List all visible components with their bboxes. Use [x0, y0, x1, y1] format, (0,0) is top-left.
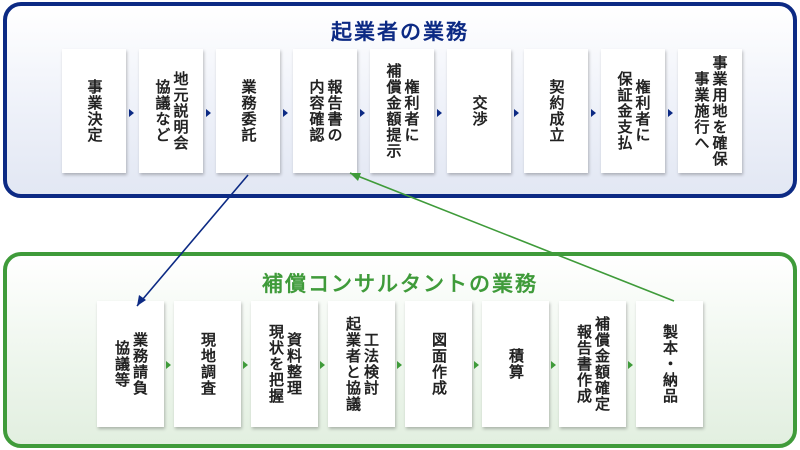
client-step-line: 報告書の: [325, 79, 344, 143]
client-step-line: 事業用地を確保: [710, 55, 729, 167]
consultant-step-card: 図面作成: [405, 301, 472, 427]
flow-arrow-icon: [437, 109, 442, 117]
client-step-line: 事業施行へ: [692, 71, 711, 151]
consultant-step-card: 工法検討 起業者と協議: [328, 301, 395, 427]
flow-arrow-icon: [591, 109, 596, 117]
consultant-step-line: 業務請負: [131, 332, 149, 396]
client-step-card: 契約成立: [524, 49, 588, 173]
consultant-step-line: 報告書作成: [575, 324, 593, 404]
client-step-line: 保証金支払: [615, 71, 634, 151]
client-step-card: 事業決定: [62, 49, 126, 173]
client-step-card: 事業用地を確保 事業施行へ: [678, 49, 742, 173]
client-step-card: 報告書の 内容確認: [293, 49, 357, 173]
client-step-line: 事業決定: [85, 79, 104, 143]
flow-arrow-icon: [551, 361, 556, 369]
consultant-step-line: 工法検討: [362, 332, 380, 396]
flow-arrow-icon: [397, 361, 402, 369]
consultant-step-card: 積算: [482, 301, 549, 427]
consultant-step-card: 業務請負 協議等: [97, 301, 164, 427]
client-step-card: 地元説明会 協議など: [139, 49, 203, 173]
flow-arrow-icon: [129, 109, 134, 117]
consultant-step-card: 補償金額確定 報告書作成: [559, 301, 626, 427]
consultant-tasks-title: 補償コンサルタントの業務: [262, 272, 538, 296]
client-step-line: 契約成立: [547, 79, 566, 143]
flow-arrow-icon: [206, 109, 211, 117]
flow-arrow-icon: [474, 361, 479, 369]
client-step-line: 協議など: [153, 79, 172, 143]
client-step-card: 交渉: [447, 49, 511, 173]
flow-arrow-icon: [668, 109, 673, 117]
consultant-step-card: 製本・納品: [636, 301, 703, 427]
client-step-line: 内容確認: [307, 79, 326, 143]
consultant-step-line: 現地調査: [199, 332, 217, 396]
consultant-step-line: 協議等: [113, 340, 131, 388]
client-step-line: 権利者に: [633, 79, 652, 143]
client-step-card: 権利者に 保証金支払: [601, 49, 665, 173]
flow-arrow-icon: [166, 361, 171, 369]
consultant-step-card: 資料整理 現状を把握: [251, 301, 318, 427]
flow-arrow-icon: [628, 361, 633, 369]
client-step-line: 権利者に: [402, 79, 421, 143]
client-step-card: 業務委託: [216, 49, 280, 173]
client-step-line: 補償金額提示: [384, 63, 403, 159]
consultant-step-line: 図面作成: [430, 332, 448, 396]
client-step-line: 業務委託: [239, 79, 258, 143]
consultant-step-line: 積算: [507, 348, 525, 380]
flow-arrow-icon: [514, 109, 519, 117]
consultant-step-line: 製本・納品: [661, 324, 679, 404]
flow-arrow-icon: [243, 361, 248, 369]
client-step-line: 交渉: [470, 95, 489, 127]
consultant-step-card: 現地調査: [174, 301, 241, 427]
flow-arrow-icon: [360, 109, 365, 117]
consultant-step-line: 補償金額確定: [593, 316, 611, 412]
consultant-step-line: 資料整理: [285, 332, 303, 396]
client-step-card: 権利者に 補償金額提示: [370, 49, 434, 173]
consultant-step-line: 現状を把握: [267, 324, 285, 404]
client-step-line: 地元説明会: [171, 71, 190, 151]
flow-arrow-icon: [283, 109, 288, 117]
client-tasks-title: 起業者の業務: [331, 20, 469, 44]
consultant-step-line: 起業者と協議: [344, 316, 362, 412]
flow-arrow-icon: [320, 361, 325, 369]
